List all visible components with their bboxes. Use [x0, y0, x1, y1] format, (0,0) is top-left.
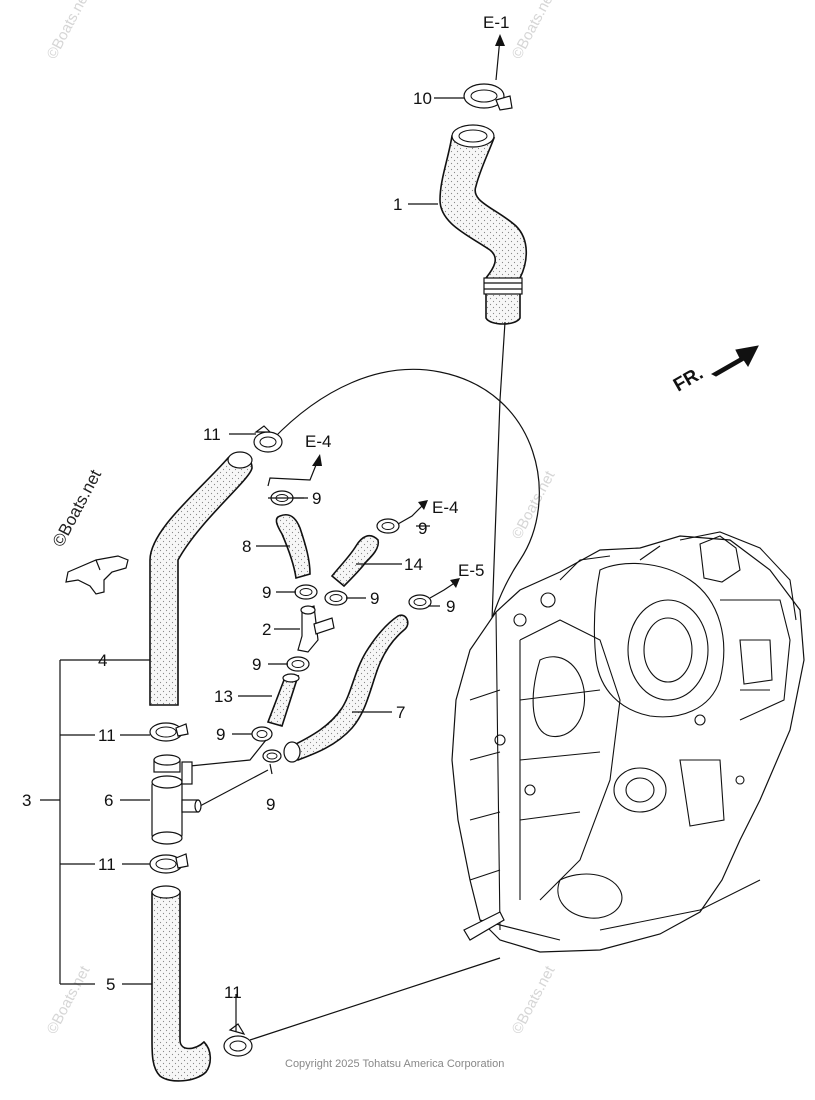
watermark-top-right: ©Boats.net	[509, 0, 559, 62]
label-part-11-top: 11	[203, 425, 221, 444]
front-direction-arrow: FR.	[670, 345, 759, 396]
hose-4	[149, 451, 253, 706]
label-part-7: 7	[396, 703, 405, 722]
copyright-text: Copyright 2025 Tohatsu America Corporati…	[285, 1058, 504, 1070]
label-part-8: 8	[242, 537, 251, 556]
label-part-6: 6	[104, 791, 113, 810]
part-labels: 1 10 11 9 9 8 14 9 9 9 2 4 9 13 7 11 9 3…	[22, 89, 455, 1002]
hose-14	[330, 534, 380, 588]
hose-8	[275, 513, 311, 580]
clamp-11-top	[253, 425, 283, 453]
clamp-9-c	[294, 584, 318, 600]
ref-e4-left-label: E-4	[305, 432, 331, 451]
hose-5	[151, 885, 212, 1082]
hose-1	[439, 124, 528, 325]
hose-13	[266, 673, 300, 727]
joint-6	[151, 754, 202, 845]
clamp-11-bottom	[223, 957, 501, 1057]
label-part-4: 4	[98, 651, 107, 670]
label-part-9-d: 9	[370, 589, 379, 608]
hose-7	[283, 614, 409, 763]
label-part-9-h: 9	[266, 795, 275, 814]
label-part-9-b: 9	[418, 519, 427, 538]
clamp-11-mid-lower	[149, 853, 189, 874]
clamp-9-b	[376, 500, 428, 534]
label-part-9-f: 9	[252, 655, 261, 674]
label-part-5: 5	[106, 975, 115, 994]
label-part-13: 13	[214, 687, 233, 706]
joint-2	[297, 605, 335, 653]
clamp-11-mid-upper	[149, 722, 189, 742]
clamp-10	[463, 83, 513, 111]
watermark-bottom-left: ©Boats.net	[44, 962, 94, 1036]
watermark-top-left: ©Boats.net	[44, 0, 94, 62]
label-part-10: 10	[413, 89, 432, 108]
ref-e5-label: E-5	[458, 561, 484, 580]
leaders	[229, 97, 464, 1032]
spare-clip-icon	[65, 555, 129, 595]
clamp-9-f	[286, 656, 310, 672]
watermark-left-dark: ©Boats.net	[49, 466, 106, 550]
watermark-bottom-right: ©Boats.net	[509, 962, 559, 1036]
clamp-9-h	[199, 749, 282, 807]
label-part-9-g: 9	[216, 725, 225, 744]
ref-e1-label: E-1	[483, 13, 509, 32]
label-part-1: 1	[393, 195, 402, 214]
label-part-3: 3	[22, 791, 31, 810]
ref-e1: E-1	[483, 13, 509, 81]
label-part-2: 2	[262, 620, 271, 639]
label-part-14: 14	[404, 555, 423, 574]
ref-e4-left: E-4	[267, 432, 331, 487]
clamp-9-d	[324, 590, 348, 606]
front-marker-label: FR.	[670, 363, 707, 396]
clamp-9-e	[408, 578, 460, 610]
ref-e4-right-label: E-4	[432, 498, 458, 517]
label-part-11-mid-lower: 11	[98, 855, 116, 874]
clamp-9-g	[189, 726, 273, 767]
label-part-9-e: 9	[446, 597, 455, 616]
engine-block	[451, 531, 805, 953]
label-part-9-a: 9	[312, 489, 321, 508]
label-part-11-bottom: 11	[224, 983, 242, 1002]
part-3-bracket	[40, 659, 152, 985]
label-part-11-mid-upper: 11	[98, 726, 116, 745]
label-part-9-c: 9	[262, 583, 271, 602]
